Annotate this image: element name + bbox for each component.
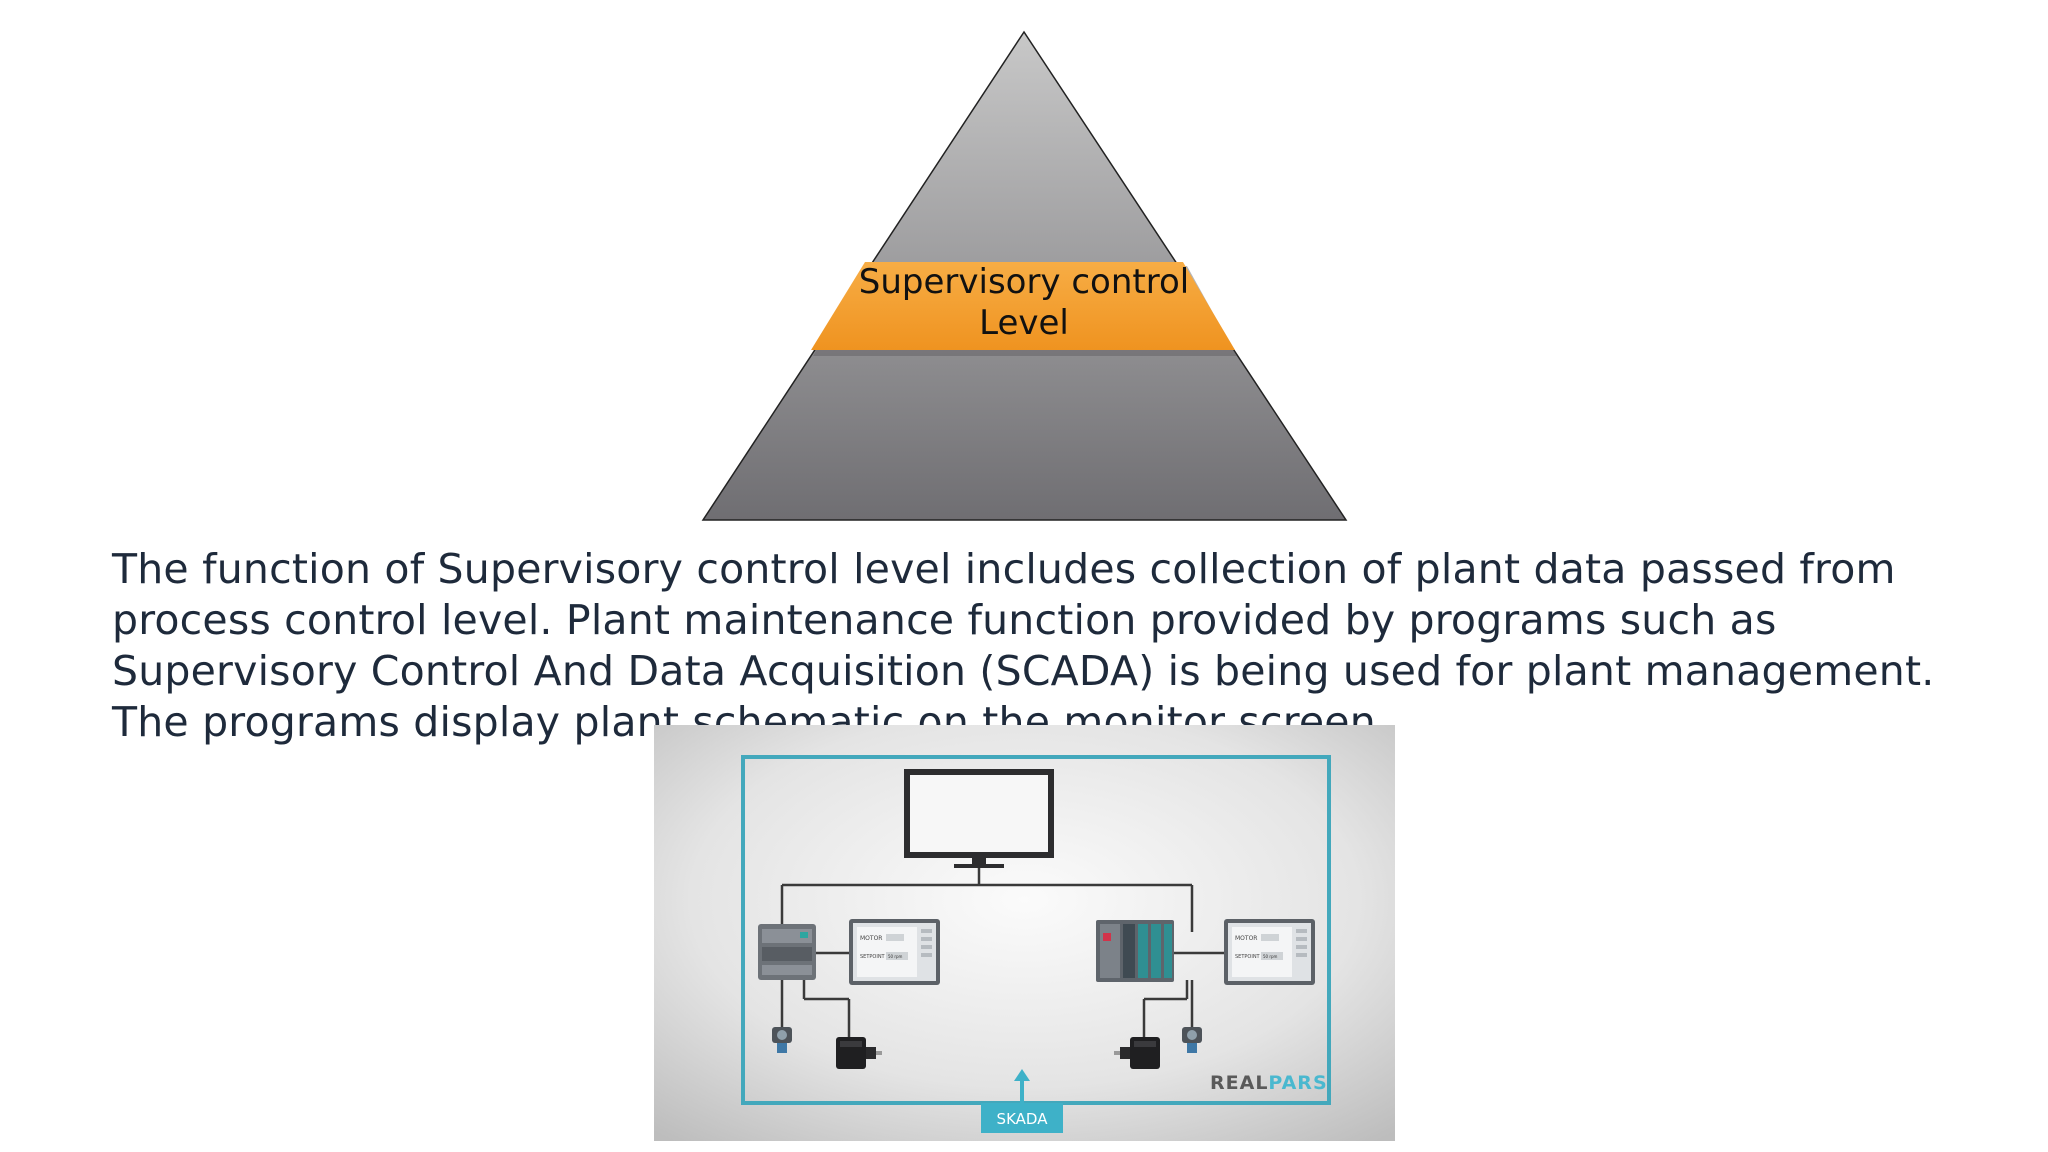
left-hmi-row2-value: 50 rpm (888, 954, 903, 959)
right-sensor-icon (1182, 1027, 1202, 1053)
right-motor-icon (1114, 1037, 1160, 1069)
paragraph-line-1: The function of Supervisory control leve… (112, 545, 1896, 593)
scada-arrow (1014, 1069, 1030, 1103)
right-plc-rack-icon (1096, 920, 1174, 982)
right-hmi-panel: MOTOR SETPOINT 50 rpm (1224, 919, 1315, 985)
scada-tag: SKADA (981, 1103, 1063, 1133)
right-hmi-row2-label: SETPOINT (1235, 954, 1261, 960)
right-hmi-row2-value: 50 rpm (1263, 954, 1278, 959)
pyramid-band (811, 262, 1235, 350)
paragraph-line-2: process control level. Plant maintenance… (112, 596, 1777, 644)
left-hmi-row2-label: SETPOINT (860, 954, 886, 960)
right-hmi-row1-label: MOTOR (1235, 935, 1257, 942)
realpars-watermark: REALPARS (1210, 1072, 1328, 1094)
pyramid-band-label: Supervisory control Level (824, 262, 1224, 344)
pyramid-diagram (701, 30, 1348, 521)
left-sensor-icon (772, 1027, 792, 1053)
pyramid-label-line1: Supervisory control (858, 262, 1190, 302)
pyramid-label-line2: Level (979, 303, 1069, 343)
left-motor-icon (836, 1037, 882, 1069)
paragraph-line-3: Supervisory Control And Data Acquisition… (112, 647, 1935, 695)
watermark-part2: PARS (1268, 1072, 1327, 1094)
left-hmi-row1-label: MOTOR (860, 935, 882, 942)
scada-illustration: MOTOR SETPOINT 50 rpm MOTOR (654, 725, 1395, 1141)
network-lines (780, 868, 1224, 1037)
watermark-part1: REAL (1210, 1072, 1268, 1094)
scada-tag-label: SKADA (997, 1110, 1049, 1128)
description-paragraph: The function of Supervisory control leve… (112, 544, 2012, 748)
left-hmi-panel: MOTOR SETPOINT 50 rpm (849, 919, 940, 985)
monitor-icon (904, 769, 1054, 868)
left-plc-icon (758, 924, 816, 980)
